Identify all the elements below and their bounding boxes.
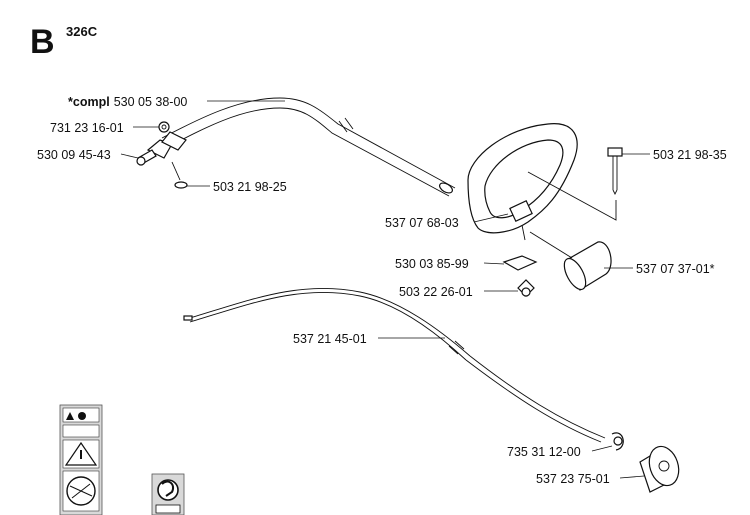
wing-nut: [517, 279, 535, 297]
clamp-bolt: [136, 149, 157, 166]
label-bracket: 530 03 85-99: [395, 257, 469, 271]
loop-handle: [467, 123, 578, 234]
label-wing-nut: 503 22 26-01: [399, 285, 473, 299]
warning-decal-strip: [59, 404, 103, 515]
handle-bracket: [502, 224, 538, 271]
knob: [639, 445, 680, 493]
leader-clamp: [120, 153, 139, 159]
clamp-nut: [158, 121, 170, 133]
cable-clip: [611, 432, 624, 451]
leader-clip: [591, 445, 613, 452]
label-knob: 537 23 75-01: [536, 472, 610, 486]
label-tube-compl: *compl 530 05 38-00: [68, 95, 187, 109]
label-compl-number: 530 05 38-00: [114, 95, 188, 109]
drive-tube: [161, 97, 456, 197]
label-handle: 537 07 68-03: [385, 216, 459, 230]
leader-handle: [473, 213, 509, 223]
section-letter: B: [30, 23, 55, 61]
label-nut: 731 23 16-01: [50, 121, 124, 135]
label-screw-left: 503 21 98-25: [213, 180, 287, 194]
screw-left: [171, 161, 188, 189]
label-clamp: 530 09 45-43: [37, 148, 111, 162]
leader-knob: [619, 475, 645, 479]
screw-right: [607, 147, 623, 196]
leader-bracket: [483, 262, 505, 265]
label-clip: 735 31 12-00: [507, 445, 581, 459]
recycle-decal: [151, 473, 185, 515]
sleeve: [563, 241, 612, 291]
label-sleeve: 537 07 37-01*: [636, 262, 715, 276]
label-screw-right: 503 21 98-35: [653, 148, 727, 162]
label-cable: 537 21 45-01: [293, 332, 367, 346]
model-number: 326C: [66, 24, 98, 39]
tube-clamp: [146, 131, 187, 159]
label-compl-prefix: *compl: [68, 95, 110, 109]
drive-cable: [183, 287, 606, 443]
